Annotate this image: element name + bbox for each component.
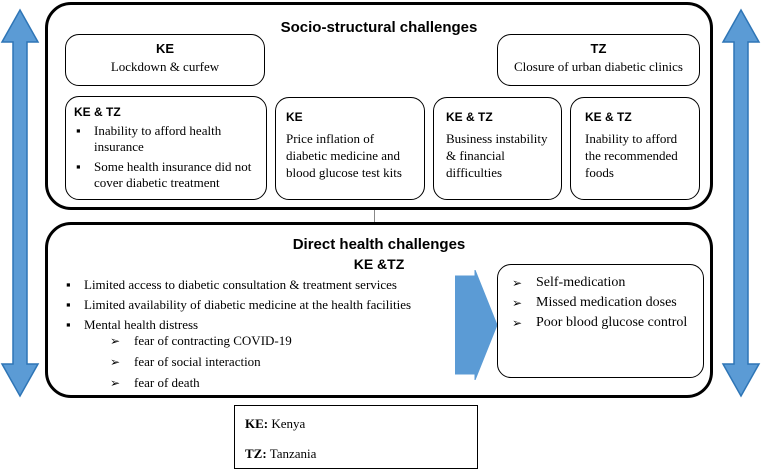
- bullet-item: Limited availability of diabetic medicin…: [64, 297, 484, 313]
- box-tag: KE & TZ: [74, 105, 121, 119]
- box-tag: KE: [286, 110, 303, 124]
- box-tag: KE & TZ: [446, 110, 493, 124]
- legend-row-ke: KE: Kenya: [245, 416, 305, 432]
- sub-bullet-item: fear of contracting COVID-19: [110, 333, 410, 349]
- box-text: Inability to afford the recommended food…: [585, 131, 678, 180]
- direct-health-title: Direct health challenges: [292, 236, 466, 253]
- legend-abbr: KE:: [245, 416, 269, 431]
- direct-health-bullets: Limited access to diabetic consultation …: [64, 277, 484, 333]
- legend-box: KE: Kenya TZ: Tanzania: [234, 405, 478, 469]
- outcomes-box: Self-medication Missed medication doses …: [497, 264, 704, 378]
- mental-health-sub-bullets: fear of contracting COVID-19 fear of soc…: [110, 333, 410, 391]
- socio-box-tz-closure: TZ Closure of urban diabetic clinics: [497, 34, 700, 86]
- bullet-item: Some health insurance did not cover diab…: [74, 159, 260, 191]
- bullet-item: Mental health distress: [64, 317, 484, 333]
- box-text: Closure of urban diabetic clinics: [514, 59, 683, 74]
- right-double-arrow-icon: [721, 8, 761, 398]
- bullet-item: Limited access to diabetic consultation …: [64, 277, 484, 293]
- box-tag: KE & TZ: [585, 110, 632, 124]
- box-tag: KE: [155, 41, 175, 56]
- socio-box-foods: KE & TZ Inability to afford the recommen…: [570, 97, 700, 200]
- left-double-arrow-icon: [0, 8, 40, 398]
- socio-box-insurance: KE & TZ Inability to afford health insur…: [65, 96, 267, 200]
- bullet-item: Inability to afford health insurance: [74, 123, 260, 155]
- outcome-item: Self-medication: [512, 275, 697, 291]
- sub-bullet-item: fear of death: [110, 375, 410, 391]
- outcomes-list: Self-medication Missed medication doses …: [512, 275, 697, 331]
- right-arrow-icon: [455, 270, 497, 380]
- box-text: Price inflation of diabetic medicine and…: [286, 131, 402, 180]
- legend-name: Kenya: [271, 416, 306, 431]
- direct-health-subtitle: KE &TZ: [353, 256, 405, 272]
- outcome-item: Poor blood glucose control: [512, 315, 697, 331]
- legend-row-tz: TZ: Tanzania: [245, 446, 316, 462]
- socio-box-price-inflation: KE Price inflation of diabetic medicine …: [275, 97, 425, 200]
- sub-bullet-item: fear of social interaction: [110, 354, 410, 370]
- box-text: Business instability & financial difficu…: [446, 131, 548, 180]
- connector-line: [374, 210, 375, 226]
- socio-structural-title: Socio-structural challenges: [280, 19, 478, 36]
- socio-box-business: KE & TZ Business instability & financial…: [433, 97, 562, 200]
- legend-abbr: TZ:: [245, 446, 267, 461]
- insurance-bullet-list: Inability to afford health insurance Som…: [74, 123, 260, 191]
- box-text: Lockdown & curfew: [110, 59, 220, 74]
- socio-box-ke-lockdown: KE Lockdown & curfew: [65, 34, 265, 86]
- outcome-item: Missed medication doses: [512, 295, 697, 311]
- box-tag: TZ: [590, 41, 607, 56]
- legend-name: Tanzania: [269, 446, 317, 461]
